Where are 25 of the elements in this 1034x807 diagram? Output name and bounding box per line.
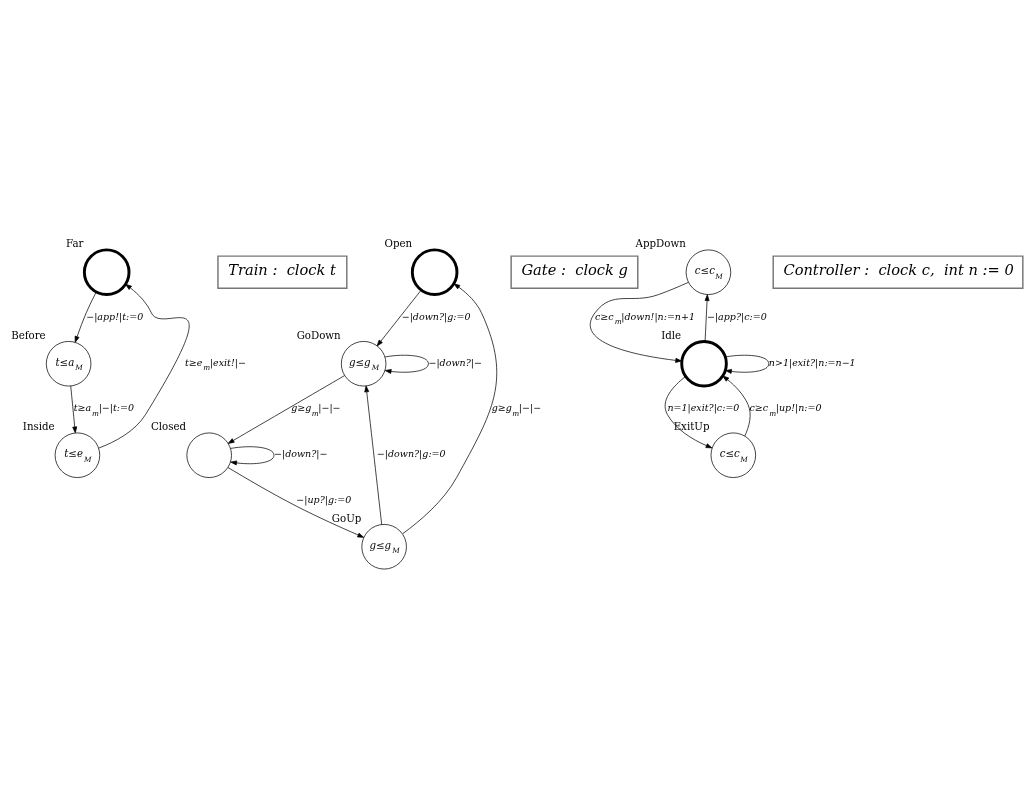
edge-label: n>1|exit?|n:=n−1 bbox=[768, 356, 856, 367]
edge-label: −|up?|g:=0 bbox=[296, 493, 352, 505]
edge-label: −|app?|c:=0 bbox=[706, 310, 767, 322]
node-label: Far bbox=[66, 236, 84, 249]
node-label: ExitUp bbox=[673, 419, 710, 432]
edge-label: c≥c$_{m}$|down!|n:=n+1 bbox=[594, 310, 695, 326]
node-label: Before bbox=[11, 328, 46, 341]
node-label: Idle bbox=[661, 328, 682, 341]
edge-label: −|app!|t:=0 bbox=[86, 310, 144, 322]
edge-label: g≥g$_{m}$|−|− bbox=[491, 401, 542, 418]
node-label: AppDown bbox=[635, 236, 686, 249]
edge-label: −|down?|− bbox=[273, 447, 328, 459]
edge-label: g≥g$_{m}$|−|− bbox=[291, 401, 341, 418]
node-label: Inside bbox=[22, 419, 55, 432]
node-label: Closed bbox=[150, 419, 187, 432]
edge-label: t≥a$_{m}$|−|t:=0 bbox=[73, 401, 135, 418]
edge-label: −|down?|g:=0 bbox=[401, 310, 471, 322]
edge-label: n=1|exit?|c:=0 bbox=[667, 401, 740, 413]
edge-label: −|down?|g:=0 bbox=[376, 447, 446, 459]
edge-label: c≥c$_{m}$|up!|n:=0 bbox=[749, 401, 822, 418]
edge-label: −|down?|− bbox=[428, 356, 482, 367]
node-label: Open bbox=[384, 236, 413, 249]
node-label: GoDown bbox=[296, 328, 341, 341]
edge-label: t≥e$_{m}$|exit!|− bbox=[185, 356, 246, 372]
node-label: GoUp bbox=[331, 511, 362, 524]
